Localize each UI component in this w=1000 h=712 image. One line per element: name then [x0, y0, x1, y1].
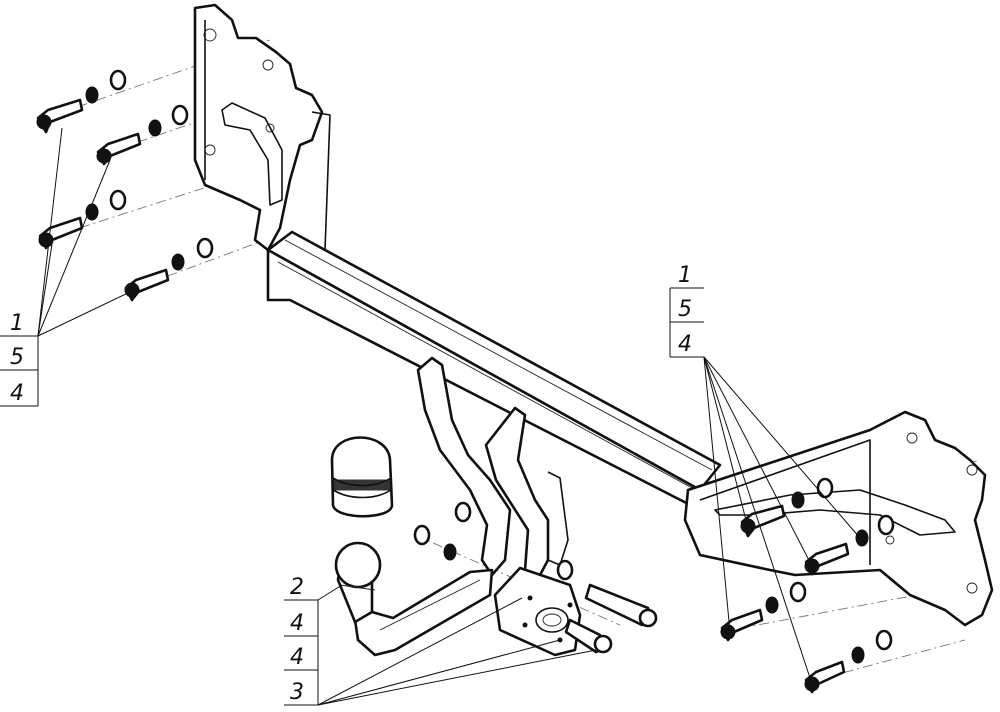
- center-drop-bracket: [416, 356, 569, 577]
- left-fasteners: [36, 69, 214, 302]
- right-mounting-bracket: [683, 410, 994, 627]
- callout-right-2: 5: [678, 297, 692, 322]
- bolt-center-1: [584, 583, 658, 628]
- callout-bottom-4: 3: [290, 680, 304, 705]
- callout-bottom: 2 4 4 3: [284, 575, 597, 706]
- bolt-right-3: [720, 608, 764, 642]
- bolt-right-4: [804, 660, 846, 694]
- callout-right: 1 5 4: [669, 263, 861, 685]
- callout-left-1: 1: [10, 311, 24, 336]
- bolt-left-2: [96, 132, 142, 166]
- ball-cover: [330, 436, 394, 518]
- callout-bottom-3: 4: [290, 645, 304, 670]
- bolt-center-2: [564, 618, 613, 654]
- bolt-left-1: [36, 98, 84, 134]
- callout-left-2: 5: [10, 345, 24, 370]
- tow-neck: [334, 541, 494, 657]
- bolt-left-4: [124, 268, 170, 302]
- main-crossbeam: [266, 230, 722, 512]
- center-fasteners: [413, 501, 658, 654]
- callout-right-1: 1: [678, 263, 692, 288]
- callout-left: 1 5 4: [0, 127, 131, 407]
- bolt-right-1: [740, 504, 786, 538]
- callout-right-3: 4: [678, 332, 692, 357]
- callout-bottom-2: 4: [290, 611, 304, 636]
- coupling-plate: [493, 566, 582, 657]
- left-mounting-bracket: [193, 3, 331, 252]
- callout-left-3: 4: [10, 381, 24, 406]
- callout-bottom-1: 2: [290, 575, 304, 600]
